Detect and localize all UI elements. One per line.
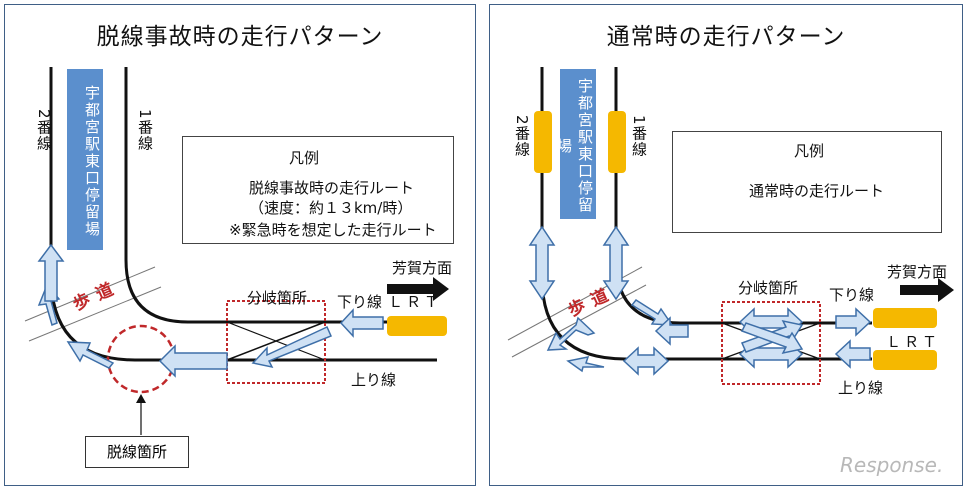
route-arrow-track-1 <box>602 225 630 301</box>
legend-speed-text: （速度：約１３km/時） <box>249 199 413 217</box>
route-arrow-track-2 <box>622 346 670 376</box>
route-arrow-down-line <box>339 308 384 338</box>
legend-title: 凡例 <box>289 149 320 167</box>
direction-label: 芳賀方面 <box>887 263 948 281</box>
station-label: 宇都宮駅東口停留場 <box>67 69 103 250</box>
lrt-car-up <box>873 350 937 370</box>
lrt-label: ＬＲＴ <box>388 293 443 311</box>
lrt-car-down <box>873 308 937 328</box>
track-1-line <box>124 67 437 324</box>
watermark-logo: Response. <box>840 453 944 477</box>
lrt-car <box>387 316 447 336</box>
panel-title: 通常時の走行パターン <box>606 24 846 50</box>
track-1-label: 1番線 <box>136 109 154 152</box>
legend-route-text: 通常時の走行ルート <box>749 182 885 200</box>
route-arrow-crossover <box>740 322 804 355</box>
legend-box: 凡例 脱線事故時の走行ルート （速度：約１３km/時） ※緊急時を想定した走行ル… <box>182 136 454 244</box>
derailment-location-label: 脱線箇所 <box>85 436 189 468</box>
route-arrow-track-2 <box>528 225 556 301</box>
route-arrow-curve <box>66 341 115 369</box>
junction-label: 分岐箇所 <box>738 279 799 297</box>
junction-label: 分岐箇所 <box>247 289 308 307</box>
pointer-arrowhead <box>136 394 146 403</box>
route-arrow-curve-2 <box>546 316 596 351</box>
route-arrow-crossover <box>251 325 333 369</box>
direction-label: 芳賀方面 <box>392 259 453 277</box>
legend-box: 凡例 通常時の走行ルート <box>672 131 942 233</box>
station-label: 宇都宮駅東口停留場 <box>555 69 596 219</box>
route-arrow-up-line <box>834 339 871 369</box>
panel-title: 脱線事故時の走行パターン <box>96 24 384 50</box>
legend-note-text: ※緊急時を想定した走行ルート <box>229 221 437 239</box>
route-arrow-curve-1 <box>630 299 674 326</box>
route-arrow-down-line <box>835 307 872 337</box>
route-arrow-track-2 <box>37 243 65 302</box>
direction-arrow-icon <box>387 277 449 301</box>
lrt-label: ＬＲＴ <box>886 333 941 351</box>
track-2-label: 2番線 <box>35 109 53 152</box>
legend-title: 凡例 <box>794 142 825 160</box>
route-arrow-curve-2 <box>566 356 605 373</box>
sidewalk-edge-line <box>28 286 162 342</box>
legend-route-text: 脱線事故時の走行ルート <box>249 179 415 197</box>
sidewalk-edge-line <box>24 266 156 322</box>
direction-arrow-icon <box>900 278 954 302</box>
track-2-label: 2番線 <box>513 115 531 158</box>
up-line-label: 上り線 <box>838 379 884 397</box>
track-1-label: 1番線 <box>630 115 648 158</box>
tram-at-track-2 <box>534 111 552 173</box>
up-line-label: 上り線 <box>351 371 397 389</box>
route-arrow-track-1 <box>654 316 689 346</box>
down-line-label: 下り線 <box>337 293 383 311</box>
normal-panel: 通常時の走行パターン <box>489 4 963 486</box>
crossover-line <box>226 321 326 361</box>
route-arrow-up-line <box>158 344 228 378</box>
tram-at-track-1 <box>608 111 626 173</box>
derailment-track-diagram <box>24 67 449 435</box>
derailment-panel: 脱線事故時の走行パターン <box>4 4 476 486</box>
down-line-label: 下り線 <box>829 286 875 304</box>
